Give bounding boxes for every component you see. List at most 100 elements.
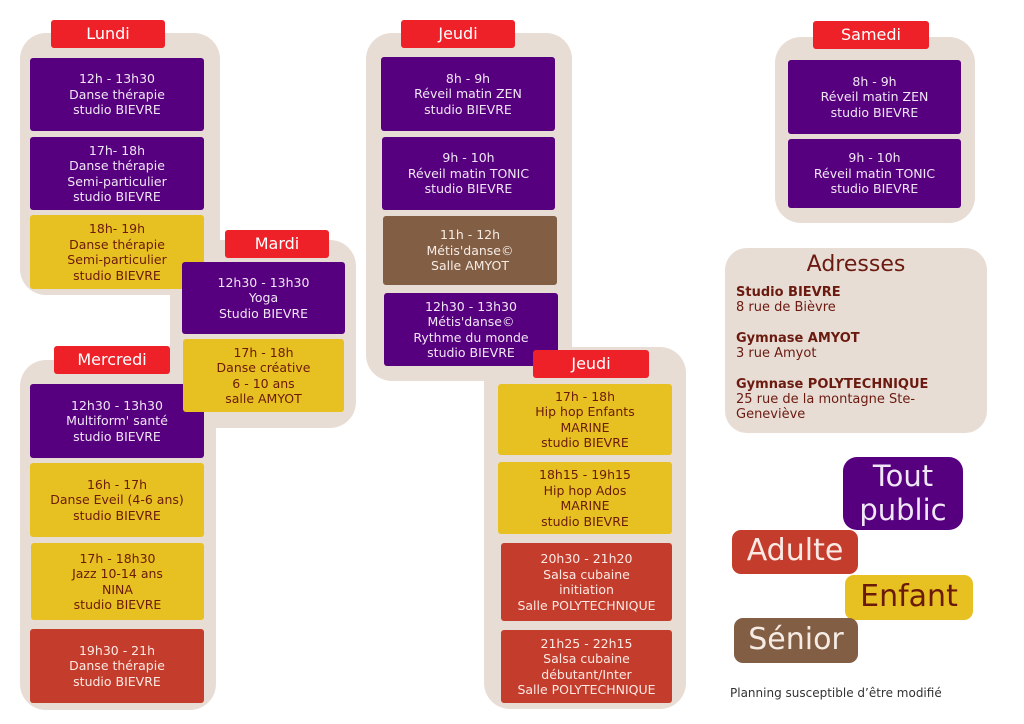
legend-tout-public-line2: public [859,493,947,527]
slot-activity: Yoga [248,290,279,306]
day-tab-mardi: Mardi [225,230,329,258]
addresses-title: Adresses [806,252,906,277]
venue-name: Gymnase AMYOT [736,331,860,346]
slot-teacher: NINA [102,581,133,597]
slot-time: 16h - 17h [86,476,148,492]
legend-tout-public-line1: Tout [872,459,934,493]
legend-tout-public: Tout public [843,457,963,530]
slot-activity: Hip hop Enfants [535,404,635,419]
slot-time: 12h - 13h30 [78,71,156,87]
slot-time: 18h- 19h [88,221,146,236]
day-tab-jeudi-1: Jeudi [401,20,515,48]
addresses-box: Adresses Studio BIEVRE 8 rue de Bièvre G… [725,248,987,433]
slot-lundi-2: 17h- 18h Danse thérapie Semi-particulier… [30,137,204,210]
slot-venue: Salle POLYTECHNIQUE [517,597,656,613]
slot-detail: Semi-particulier [67,173,167,189]
slot-jeudi-5: 17h - 18h Hip hop Enfants MARINE studio … [498,384,672,455]
slot-venue: studio BIEVRE [424,101,512,117]
slot-venue: studio BIEVRE [73,189,161,204]
slot-venue: studio BIEVRE [541,513,629,529]
slot-activity: Réveil matin TONIC [407,165,530,181]
slot-jeudi-4: 12h30 - 13h30 Métis'danse© Rythme du mon… [384,293,558,366]
slot-venue: studio BIEVRE [73,507,161,523]
slot-time: 9h - 10h [442,150,495,166]
day-tab-samedi: Samedi [813,21,929,49]
slot-time: 21h25 - 22h15 [540,635,633,651]
venue-address: 3 rue Amyot [736,346,817,361]
slot-lundi-3: 18h- 19h Danse thérapie Semi-particulier… [30,215,204,289]
legend-senior: Sénior [734,618,858,663]
legend-enfant: Enfant [845,575,973,620]
slot-time: 17h - 18h [554,388,616,404]
slot-samedi-1: 8h - 9h Réveil matin ZEN studio BIEVRE [788,60,961,134]
slot-activity: Danse créative [216,360,311,375]
slot-lundi-1: 12h - 13h30 Danse thérapie studio BIEVRE [30,58,204,131]
slot-detail: Semi-particulier [67,252,167,267]
slot-time: 8h - 9h [852,73,897,89]
slot-venue: studio BIEVRE [73,102,161,118]
slot-venue: studio BIEVRE [830,181,919,197]
slot-venue: Salle AMYOT [431,258,509,274]
day-tab-mercredi: Mercredi [54,346,170,374]
slot-venue: studio BIEVRE [73,428,161,444]
venue-polytechnique: Gymnase POLYTECHNIQUE 25 rue de la monta… [736,377,961,422]
day-tab-lundi: Lundi [51,20,165,48]
slot-activity: Réveil matin ZEN [414,86,522,102]
slot-jeudi-8: 21h25 - 22h15 Salsa cubaine débutant/Int… [501,630,672,703]
slot-jeudi-6: 18h15 - 19h15 Hip hop Ados MARINE studio… [498,462,672,534]
slot-venue: studio BIEVRE [830,104,919,120]
slot-activity: Réveil matin TONIC [813,165,936,181]
disclaimer-note: Planning susceptible d’être modifié [730,686,942,700]
slot-time: 12h30 - 13h30 [71,397,163,413]
slot-time: 17h - 18h [233,344,294,360]
slot-activity: Salsa cubaine [543,651,630,666]
slot-time: 12h30 - 13h30 [425,298,517,314]
venue-name: Studio BIEVRE [736,285,841,300]
slot-jeudi-1: 8h - 9h Réveil matin ZEN studio BIEVRE [381,57,555,131]
slot-venue: studio BIEVRE [73,673,161,689]
slot-jeudi-7: 20h30 - 21h20 Salsa cubaine initiation S… [501,543,672,621]
slot-time: 17h- 18h [88,142,146,158]
slot-mardi-2: 17h - 18h Danse créative 6 - 10 ans sall… [183,339,344,412]
slot-detail: Rythme du monde [413,329,529,345]
slot-venue: salle AMYOT [225,391,302,406]
slot-activity: Multiform' santé [66,413,168,429]
slot-mardi-1: 12h30 - 13h30 Yoga Studio BIEVRE [182,262,345,334]
legend-adulte: Adulte [732,530,858,574]
slot-time: 8h - 9h [445,70,491,86]
slot-mercredi-2: 16h - 17h Danse Eveil (4-6 ans) studio B… [30,463,204,537]
slot-time: 18h15 - 19h15 [539,467,631,482]
slot-level: débutant/Inter [541,666,632,682]
venue-amyot: Gymnase AMYOT 3 rue Amyot [736,331,987,361]
slot-teacher: MARINE [560,498,610,513]
slot-time: 12h30 - 13h30 [217,274,310,290]
slot-detail: 6 - 10 ans [232,375,295,391]
venue-name: Gymnase POLYTECHNIQUE [736,377,929,392]
slot-venue: studio BIEVRE [424,181,513,197]
slot-time: 17h - 18h30 [79,550,156,566]
slot-activity: Métis'danse© [426,242,514,258]
slot-activity: Danse thérapie [69,658,165,674]
slot-level: initiation [559,582,614,597]
venue-bievre: Studio BIEVRE 8 rue de Bièvre [736,285,987,315]
slot-venue: Studio BIEVRE [218,305,309,321]
slot-time: 19h30 - 21h [78,642,156,658]
slot-activity: Danse Eveil (4-6 ans) [50,492,184,508]
slot-time: 20h30 - 21h20 [540,551,633,566]
slot-activity: Jazz 10-14 ans [72,566,163,581]
venue-address: 25 rue de la montagne Ste-Geneviève [736,392,916,422]
slot-activity: Danse thérapie [69,236,165,252]
slot-mercredi-3: 17h - 18h30 Jazz 10-14 ans NINA studio B… [31,543,204,620]
slot-venue: Salle POLYTECHNIQUE [517,682,656,697]
slot-venue: studio BIEVRE [73,267,161,283]
slot-time: 9h - 10h [848,150,901,166]
slot-time: 11h - 12h [439,227,501,243]
day-tab-jeudi-2: Jeudi [533,350,649,378]
slot-activity: Métis'danse© [427,314,515,329]
slot-teacher: MARINE [560,419,610,435]
venue-address: 8 rue de Bièvre [736,300,836,315]
slot-venue: studio BIEVRE [427,345,515,360]
slot-samedi-2: 9h - 10h Réveil matin TONIC studio BIEVR… [788,139,961,208]
slot-mercredi-1: 12h30 - 13h30 Multiform' santé studio BI… [30,384,204,458]
slot-activity: Hip hop Ados [543,482,627,498]
